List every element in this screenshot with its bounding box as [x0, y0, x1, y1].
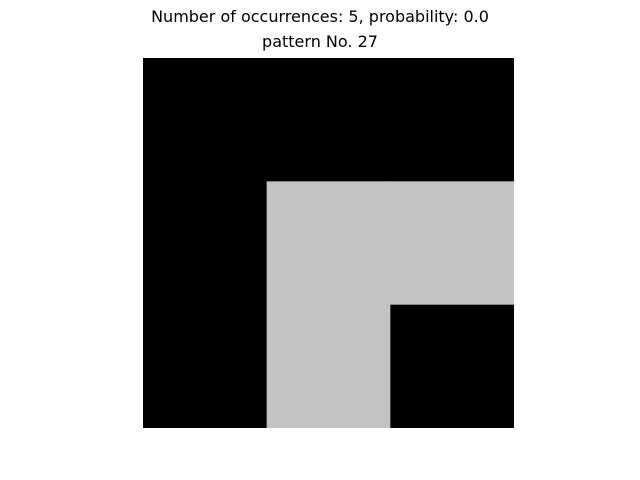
pattern-cell-r1-c0: [143, 181, 268, 306]
pattern-grid: [143, 58, 514, 428]
pattern-cell-r0-c2: [390, 58, 514, 182]
pattern-cell-r1-c2: [390, 181, 514, 306]
pattern-cell-r2-c2: [390, 304, 514, 428]
pattern-cell-r2-c0: [143, 304, 268, 428]
figure-title-line-2: pattern No. 27: [262, 32, 378, 51]
figure-title-line-1: Number of occurrences: 5, probability: 0…: [151, 7, 489, 26]
pattern-cell-r2-c1: [266, 304, 391, 428]
pattern-cell-r0-c1: [266, 58, 391, 182]
pattern-cell-r0-c0: [143, 58, 268, 182]
pattern-cell-r1-c1: [266, 181, 391, 306]
